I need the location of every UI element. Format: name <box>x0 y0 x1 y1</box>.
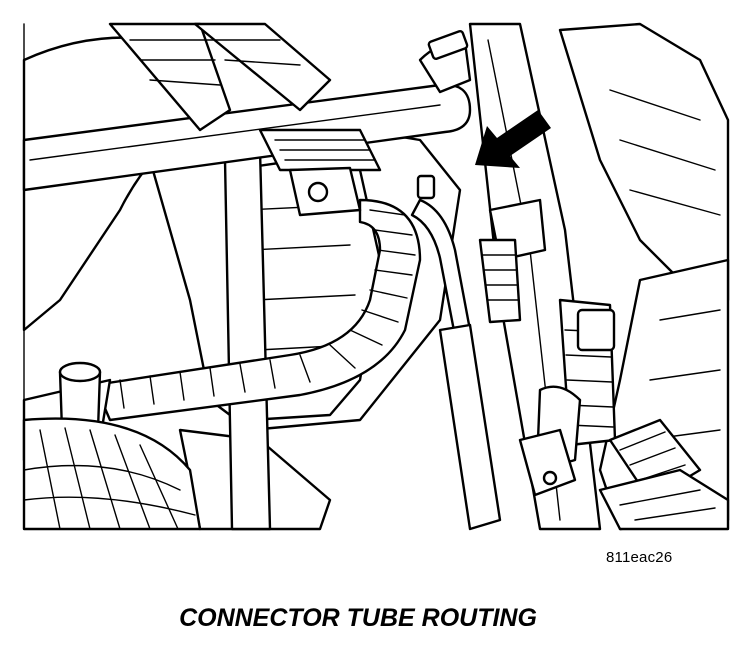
ribbed-housing <box>22 417 202 531</box>
connector-tube <box>410 174 502 531</box>
mounting-bracket <box>288 166 362 217</box>
right-harness <box>478 198 730 531</box>
upper-harness <box>108 22 382 172</box>
horizontal-tube <box>22 30 472 192</box>
corrugated-wire-loom <box>93 198 422 422</box>
figure-caption: CONNECTOR TUBE ROUTING <box>0 604 752 633</box>
figure-id-label: 811eac26 <box>606 549 673 566</box>
pointer-arrow <box>475 110 551 168</box>
background-panels <box>22 22 730 531</box>
figure-caption-text: CONNECTOR TUBE ROUTING <box>179 604 537 632</box>
